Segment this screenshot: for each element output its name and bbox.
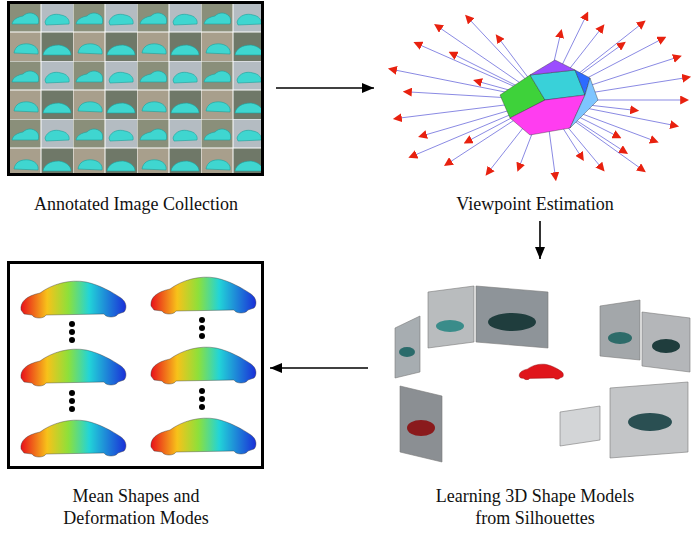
stage-caption: Mean Shapes and Deformation Modes <box>41 485 231 529</box>
car-shape <box>151 277 256 314</box>
caption-text: Viewpoint Estimation <box>385 193 685 215</box>
car-photo <box>488 313 536 331</box>
pipeline-stage: Mean Shapes and Deformation Modes <box>8 262 264 529</box>
car-photo <box>628 413 672 431</box>
dot <box>69 406 75 412</box>
flow-arrow <box>539 221 541 259</box>
image-plane <box>428 286 474 348</box>
car-shape <box>21 281 126 318</box>
dot <box>199 325 205 331</box>
car-shape <box>21 420 126 457</box>
flow-arrow <box>270 367 368 369</box>
dot <box>199 317 205 323</box>
image-mosaic <box>9 3 262 174</box>
image-plane <box>642 312 690 372</box>
mean-car-model <box>519 364 563 379</box>
car-photo <box>652 339 680 353</box>
caption-text: Mean Shapes and Deformation Modes <box>41 485 231 529</box>
stage-caption: Learning 3D Shape Models from Silhouette… <box>425 485 645 529</box>
car-photo <box>436 320 464 332</box>
image-plane <box>476 286 548 348</box>
car-photo <box>608 332 632 344</box>
ellipsis-dots <box>69 317 205 412</box>
dot <box>69 337 75 343</box>
image-plane <box>400 386 442 462</box>
image-plane <box>395 316 420 378</box>
dot <box>199 333 205 339</box>
image-planes <box>395 286 690 462</box>
stage-caption: Annotated Image Collection <box>11 193 261 215</box>
polyhedron <box>500 60 598 135</box>
pipeline-stage: Learning 3D Shape Models from Silhouette… <box>380 262 690 529</box>
dot <box>199 388 205 394</box>
image-cars <box>399 313 680 436</box>
pipeline-stage: Annotated Image Collection <box>8 2 264 215</box>
caption-text: Annotated Image Collection <box>11 193 261 215</box>
dot <box>199 396 205 402</box>
panel-border <box>9 263 263 468</box>
panel-border <box>9 3 263 175</box>
poly-face <box>510 95 585 135</box>
poly-face <box>530 60 575 75</box>
caption-text: Learning 3D Shape Models from Silhouette… <box>425 485 645 529</box>
camera-rays <box>395 18 684 174</box>
car-photo <box>407 420 435 436</box>
image-plane <box>610 382 688 458</box>
car-shape <box>151 347 256 384</box>
dot <box>199 404 205 410</box>
car-shape <box>151 418 256 455</box>
pipeline-stage: Viewpoint Estimation <box>380 10 690 215</box>
car-photo <box>399 347 415 357</box>
image-plane <box>560 406 600 446</box>
flow-arrow <box>276 87 374 89</box>
dot <box>69 398 75 404</box>
car-shape <box>21 349 126 386</box>
dot <box>69 329 75 335</box>
dot <box>69 390 75 396</box>
poly-face <box>570 78 598 128</box>
stage-caption: Viewpoint Estimation <box>385 193 685 215</box>
image-plane <box>600 300 640 360</box>
dot <box>69 321 75 327</box>
